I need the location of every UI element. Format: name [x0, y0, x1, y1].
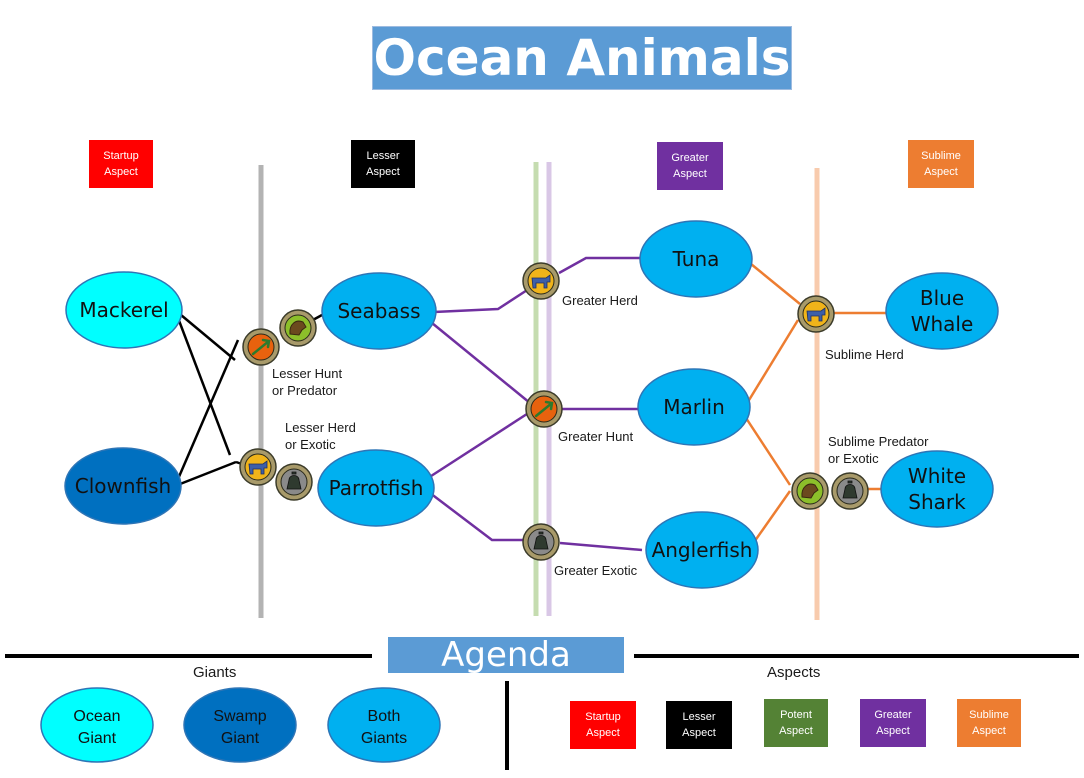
animal-marlin-shape [637, 368, 751, 446]
column-greater-label: Greater Aspect [671, 152, 709, 180]
animal-mackerel: Mackerel [65, 271, 183, 349]
animal-anglerfish: Anglerfish [645, 511, 759, 589]
animal-whiteshark-shape [880, 450, 994, 528]
legend-aspect-sublime-label: Sublime Aspect [969, 709, 1009, 737]
transition-icons [239, 262, 869, 561]
animal-clownfish-label: Clownfish [75, 474, 171, 498]
hunt-icon [242, 328, 280, 366]
column-lesser: Lesser Aspect [351, 140, 415, 188]
column-sublime: Sublime Aspect [908, 140, 974, 188]
label-greater-hunt: Greater Hunt [558, 429, 634, 444]
label-sublime-herd: Sublime Herd [825, 347, 904, 362]
column-greater: Greater Aspect [657, 142, 723, 190]
animal-anglerfish-label: Anglerfish [652, 538, 753, 562]
legend-aspect-lesser-label: Lesser Aspect [682, 711, 716, 739]
legend-aspect-potent-label: Potent Aspect [779, 709, 813, 737]
exotic-icon [522, 523, 560, 561]
column-lesser-label: Lesser Aspect [366, 150, 400, 178]
label-greater-herd: Greater Herd [562, 293, 638, 308]
exotic-icon [275, 463, 313, 501]
animal-parrotfish: Parrotfish [317, 449, 435, 527]
herd-icon [239, 448, 277, 486]
herd-icon [797, 295, 835, 333]
legend-giants-heading: Giants [193, 664, 237, 681]
animal-marlin-label: Marlin [663, 395, 725, 419]
legend-aspect-sublime: Sublime Aspect [957, 699, 1021, 747]
label-greater-exotic: Greater Exotic [554, 563, 638, 578]
column-startup-label: Startup Aspect [103, 150, 139, 178]
animal-tuna-shape [639, 220, 753, 298]
animal-mackerel-shape [65, 271, 183, 349]
animal-bluewhale-shape [885, 272, 999, 350]
legend-aspects-heading: Aspects [767, 664, 821, 681]
label-sublime-predator: Sublime Predator or Exotic [828, 434, 929, 466]
edges-lesser [173, 309, 323, 488]
agenda-title: Agenda [388, 637, 624, 673]
label-lesser-herd: Lesser Herd or Exotic [285, 420, 356, 452]
legend-aspect-lesser: Lesser Aspect [666, 701, 732, 749]
animal-seabass-shape [321, 272, 437, 350]
hunt-icon [525, 390, 563, 428]
column-sublime-label: Sublime Aspect [921, 150, 961, 178]
exotic-icon [831, 472, 869, 510]
animal-marlin: Marlin [637, 368, 751, 446]
page-title: Ocean Animals [372, 26, 792, 90]
legend-aspect-startup-label: Startup Aspect [585, 711, 621, 739]
animal-anglerfish-shape [645, 511, 759, 589]
legend-aspect-potent: Potent Aspect [764, 699, 828, 747]
animal-clownfish: Clownfish [64, 447, 182, 525]
predator-icon [791, 472, 829, 510]
animal-seabass-label: Seabass [337, 299, 420, 323]
animal-mackerel-label: Mackerel [79, 298, 168, 322]
animal-clownfish-shape [64, 447, 182, 525]
column-startup: Startup Aspect [89, 140, 153, 188]
legend-aspect-greater: Greater Aspect [860, 699, 926, 747]
label-lesser-hunt: Lesser Hunt or Predator [272, 366, 343, 398]
predator-icon [279, 309, 317, 347]
edges-greater [427, 256, 643, 552]
animal-seabass: Seabass [321, 272, 437, 350]
legend-aspect-startup: Startup Aspect [570, 701, 636, 749]
animal-tuna-label: Tuna [672, 247, 720, 271]
animal-parrotfish-shape [317, 449, 435, 527]
legend-aspect-greater-label: Greater Aspect [874, 709, 912, 737]
herd-icon [522, 262, 560, 300]
animal-parrotfish-label: Parrotfish [329, 476, 424, 500]
animal-tuna: Tuna [639, 220, 753, 298]
